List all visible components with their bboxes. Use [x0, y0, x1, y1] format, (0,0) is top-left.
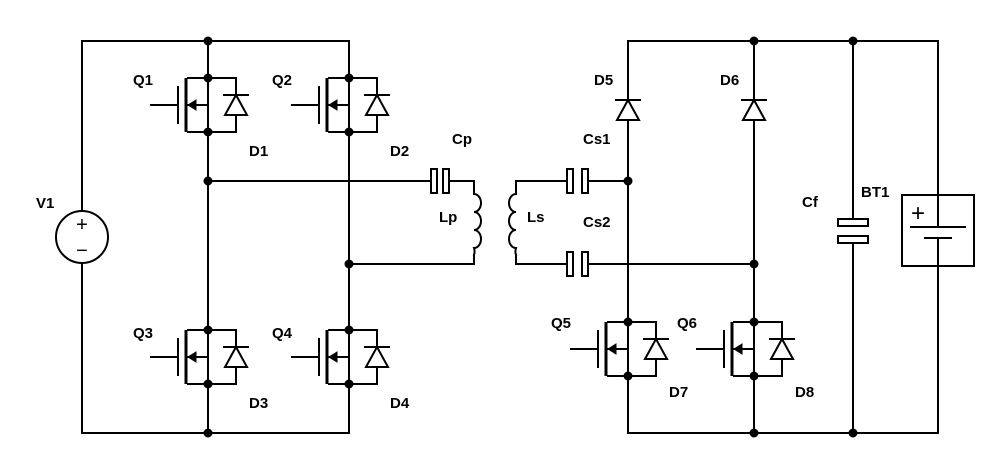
v1-voltage-source: + − [55, 210, 109, 264]
label-d2: D2 [390, 143, 409, 160]
component-labels: V1 Q1 Q2 Q3 Q4 D1 D2 D3 D4 Cp Lp Ls Cs1 … [36, 72, 889, 412]
ls-inductor [508, 180, 568, 265]
d6-diode [741, 97, 767, 121]
label-q5: Q5 [551, 315, 571, 332]
label-q2: Q2 [272, 72, 292, 89]
label-lp: Lp [439, 209, 457, 226]
label-q4: Q4 [272, 325, 293, 342]
label-cp: Cp [452, 131, 472, 148]
label-d6: D6 [720, 72, 739, 89]
label-ls: Ls [527, 209, 545, 226]
q3-mosfet [149, 315, 250, 399]
q1-mosfet [149, 63, 250, 147]
label-cs1: Cs1 [583, 131, 611, 148]
bt1-battery: + [901, 194, 975, 267]
label-q1: Q1 [133, 72, 153, 89]
label-d8: D8 [795, 384, 814, 401]
label-d7: D7 [669, 384, 688, 401]
q4-mosfet [290, 315, 391, 399]
secondary-junction-dots [623, 36, 858, 438]
q6-mosfet [695, 307, 796, 391]
label-q6: Q6 [677, 315, 697, 332]
label-d3: D3 [249, 395, 268, 412]
v1-plus-sign: + [76, 214, 88, 236]
label-cf: Cf [802, 194, 819, 211]
cf-capacitor [837, 218, 869, 244]
label-d5: D5 [594, 72, 613, 89]
label-cs2: Cs2 [583, 214, 611, 231]
q2-mosfet [290, 63, 391, 147]
primary-frame-wires [81, 40, 475, 434]
label-q3: Q3 [133, 325, 153, 342]
label-bt1: BT1 [861, 184, 889, 201]
q5-mosfet [569, 307, 670, 391]
bt1-plus-sign: + [911, 200, 925, 227]
d5-diode [615, 97, 641, 121]
cs1-capacitor [566, 168, 589, 194]
v1-minus-sign: − [76, 240, 88, 262]
label-d4: D4 [390, 395, 410, 412]
primary-junction-dots [203, 36, 354, 438]
cp-capacitor [421, 168, 475, 195]
label-d1: D1 [249, 143, 268, 160]
lp-inductor [472, 192, 482, 265]
label-v1: V1 [36, 195, 54, 212]
cs2-capacitor [566, 251, 589, 277]
